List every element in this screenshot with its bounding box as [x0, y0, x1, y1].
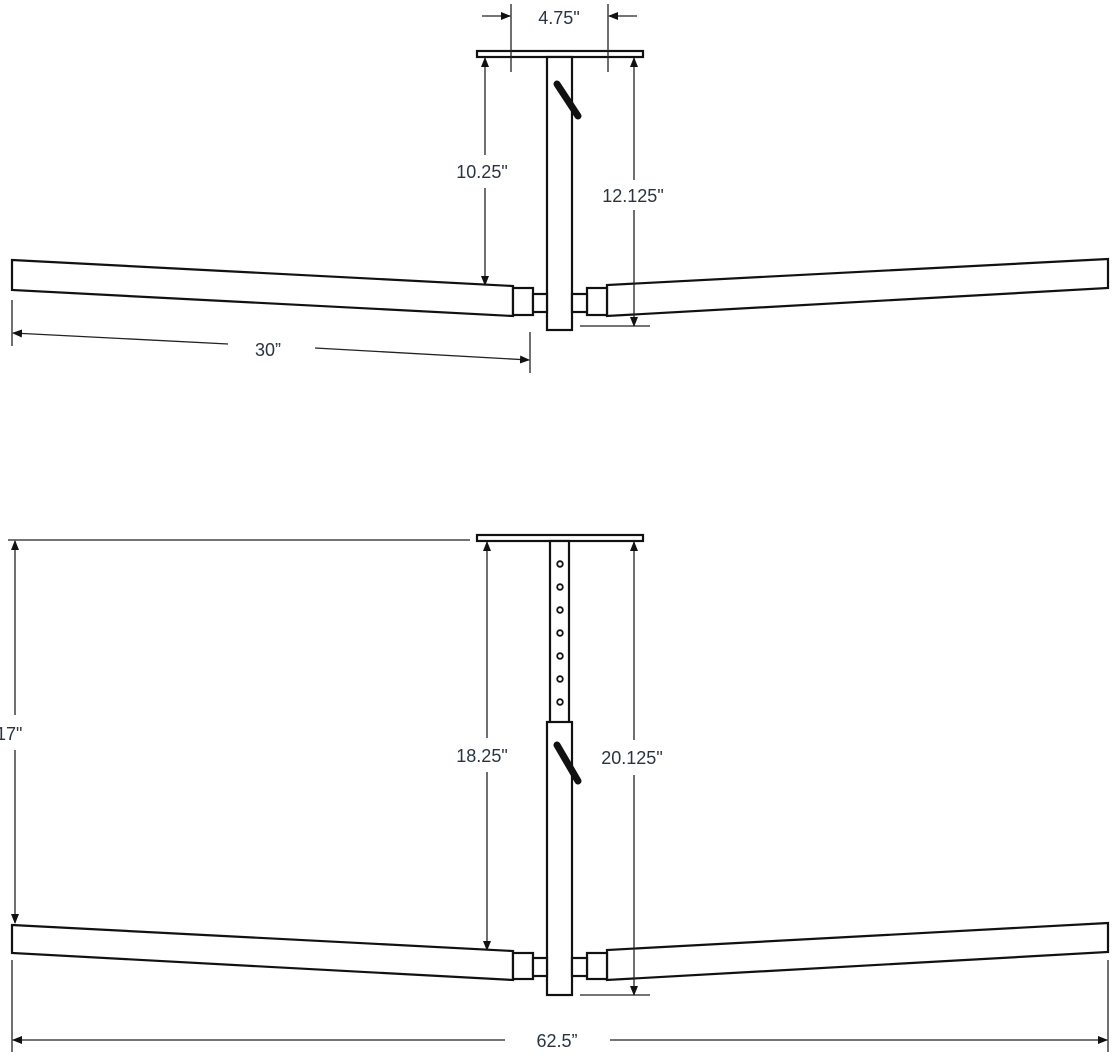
arm-length-label: 30” [255, 340, 281, 360]
overall-height-label: 17" [0, 724, 22, 744]
adjustment-hole [556, 675, 564, 683]
left-arm [10, 258, 515, 318]
extended-rack [10, 533, 1110, 997]
left-arm [10, 923, 515, 982]
overall-width-label: 62.5” [536, 1031, 577, 1051]
lock-handle-icon [553, 80, 582, 120]
top-dimensions: 4.75" 10.25" 12.125" 30” [11, 4, 664, 373]
adjustment-hole [556, 698, 564, 706]
adjustment-holes [556, 560, 564, 706]
right-collar [585, 286, 609, 317]
adjustment-hole [556, 583, 564, 591]
left-arm-joint [531, 956, 549, 978]
adjustment-hole [556, 606, 564, 614]
height-total-label: 12.125" [602, 186, 663, 206]
lock-handle-icon [553, 741, 582, 785]
left-collar [511, 951, 535, 981]
right-arm-joint [570, 956, 589, 978]
height-to-arm-label: 10.25" [456, 162, 507, 182]
left-arm-joint [531, 292, 549, 314]
height-total-label: 20.125" [601, 748, 662, 768]
right-arm [605, 921, 1110, 982]
adjustment-hole [556, 629, 564, 637]
right-collar [585, 951, 609, 981]
plate-width-label: 4.75" [538, 8, 579, 28]
adjustment-hole [556, 652, 564, 660]
right-arm [605, 257, 1110, 318]
right-arm-joint [570, 292, 589, 314]
left-collar [511, 286, 535, 317]
bottom-dimensions: 17" 18.25" 20.125" 62.5” [0, 539, 1109, 1052]
retracted-rack [10, 49, 1110, 332]
height-to-arm-label: 18.25" [456, 746, 507, 766]
adjustment-hole [556, 560, 564, 568]
